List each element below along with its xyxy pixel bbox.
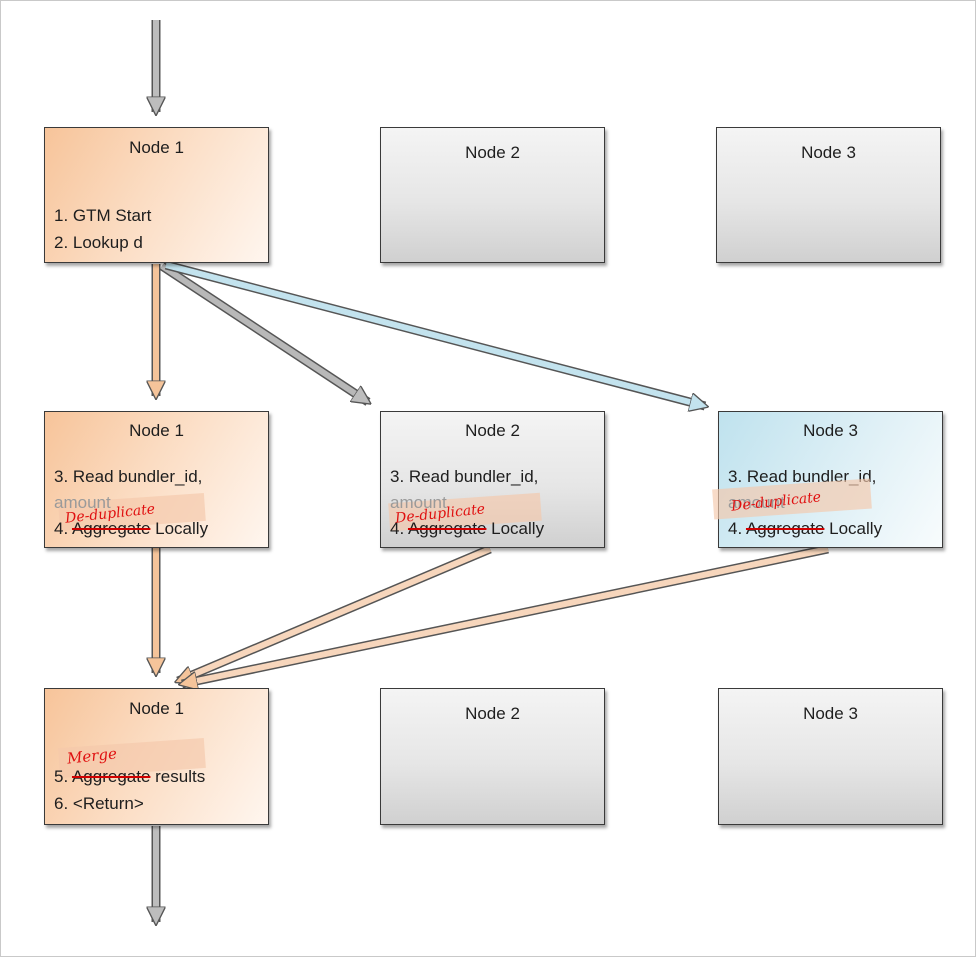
node-title: Node 3 xyxy=(803,704,858,723)
node-title: Node 2 xyxy=(465,143,520,162)
step-4: 4. Aggregate Locally xyxy=(390,519,544,539)
step-4-suffix: Locally xyxy=(150,519,209,538)
step-1: 1. GTM Start xyxy=(54,206,152,225)
row3-node2: Node 2 xyxy=(380,688,605,825)
step-4-suffix: Locally xyxy=(486,519,545,538)
step-5-suffix: results xyxy=(150,767,206,786)
row3-node1: Node 1 5. Aggregate results 6. <Return> … xyxy=(44,688,269,825)
node-title: Node 3 xyxy=(803,421,858,440)
row1-node1: Node 1 1. GTM Start 2. Lookup d xyxy=(44,127,269,263)
row1-node2: Node 2 xyxy=(380,127,605,263)
step-4-suffix: Locally xyxy=(824,519,883,538)
step-4-prefix: 4. xyxy=(728,519,746,538)
row2-node3: Node 3 3. Read bundler_id, amount 4. Agg… xyxy=(712,411,943,548)
struck-word: Aggregate xyxy=(71,767,151,786)
struck-word: Aggregate xyxy=(71,519,151,538)
step-4-prefix: 4. xyxy=(54,519,72,538)
node-title: Node 1 xyxy=(129,138,184,157)
step-4: 4. Aggregate Locally xyxy=(54,519,208,539)
step-4-prefix: 4. xyxy=(390,519,408,538)
row2-node1: Node 1 3. Read bundler_id, amount 4. Agg… xyxy=(44,411,269,548)
node-title: Node 1 xyxy=(129,421,184,440)
struck-word: Aggregate xyxy=(407,519,487,538)
step-3-amount: amount xyxy=(54,493,111,512)
arrow-n1-to-n2 xyxy=(159,262,368,406)
arrow-n1-to-n3 xyxy=(164,260,705,406)
step-3-amount: amount xyxy=(728,493,785,512)
node-title: Node 2 xyxy=(465,704,520,723)
step-6: 6. <Return> xyxy=(54,794,144,813)
step-3-amount: amount xyxy=(390,493,447,512)
row2-node2: Node 2 3. Read bundler_id, amount 4. Agg… xyxy=(380,411,605,548)
row1-node3: Node 3 xyxy=(716,127,941,263)
step-2: 2. Lookup d xyxy=(54,233,143,252)
step-3: 3. Read bundler_id, xyxy=(390,467,539,486)
node-title: Node 3 xyxy=(801,143,856,162)
step-3: 3. Read bundler_id, xyxy=(54,467,203,486)
node-title: Node 2 xyxy=(465,421,520,440)
step-5: 5. Aggregate results xyxy=(54,767,205,787)
struck-word: Aggregate xyxy=(745,519,825,538)
row3-node3: Node 3 xyxy=(718,688,943,825)
node-title: Node 1 xyxy=(129,699,184,718)
arrow-n3r2-to-n1r3 xyxy=(182,544,829,684)
step-5-prefix: 5. xyxy=(54,767,72,786)
arrow-n2r2-to-n1r3 xyxy=(178,544,492,686)
step-4: 4. Aggregate Locally xyxy=(728,519,882,539)
